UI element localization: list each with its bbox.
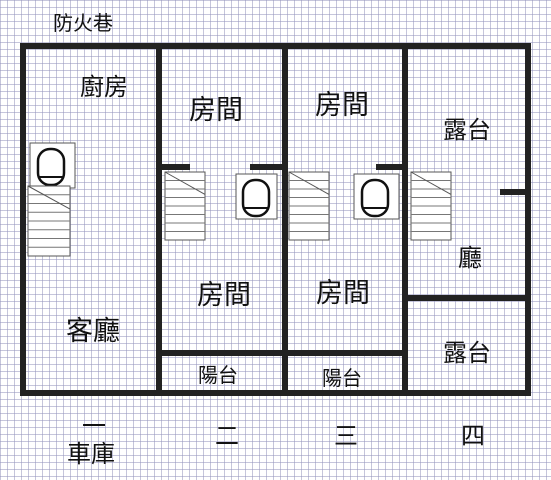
stair-flight: [410, 171, 452, 241]
wall-unit-3-4: [402, 43, 408, 307]
wall-balcony-2: [156, 350, 288, 356]
wall-stub-2-right: [250, 164, 282, 170]
living-room-label: 客廳: [66, 316, 120, 347]
unit3-balcony-label: 陽台: [322, 366, 362, 390]
fire-alley-label: 防火巷: [53, 11, 113, 35]
walls: [20, 43, 531, 396]
stair-break-line: [27, 185, 71, 210]
outer-wall-right: [525, 43, 531, 396]
unit3-room-bottom-label: 房間: [316, 278, 370, 309]
unit3-room-top-label: 房間: [315, 90, 369, 121]
unit-1-garage-label: 車庫: [67, 440, 115, 468]
unit4-hall-label: 廳: [458, 244, 482, 272]
unit-4-number: 四: [461, 422, 485, 450]
toilet-icon: [353, 173, 400, 220]
toilet-icon: [29, 142, 76, 189]
unit4-terrace-top-label: 露台: [443, 116, 491, 144]
outer-wall-top: [20, 43, 531, 49]
unit-3-number: 三: [334, 422, 358, 450]
stair-flight: [288, 171, 330, 241]
toilet-icon: [235, 173, 278, 220]
wall-balcony-3: [282, 350, 408, 356]
stair-break-line: [288, 171, 330, 195]
unit2-room-bottom-label: 房間: [197, 280, 251, 311]
outer-wall-bottom: [20, 390, 531, 396]
unit2-balcony-label: 陽台: [198, 363, 238, 387]
wall-unit-1-2: [156, 43, 162, 396]
unit4-terrace-bottom-label: 露台: [443, 339, 491, 367]
stair-break-line: [164, 171, 206, 195]
unit-2-number: 二: [215, 422, 239, 450]
stair-flight: [164, 171, 206, 241]
stair-break-line: [410, 171, 452, 195]
stairs-icon: [27, 171, 452, 257]
wall-stub-4-right: [500, 189, 525, 195]
unit2-room-top-label: 房間: [189, 95, 243, 126]
stair-flight: [27, 185, 71, 257]
outer-wall-left: [20, 43, 26, 396]
wall-stub-2-left: [162, 164, 190, 170]
wall-stub-3-right: [376, 164, 402, 170]
wall-unit-4-terrace: [402, 295, 531, 301]
kitchen-label: 廚房: [80, 73, 128, 101]
unit-1-number: 一: [82, 412, 106, 440]
wall-unit-2-3: [282, 43, 288, 396]
